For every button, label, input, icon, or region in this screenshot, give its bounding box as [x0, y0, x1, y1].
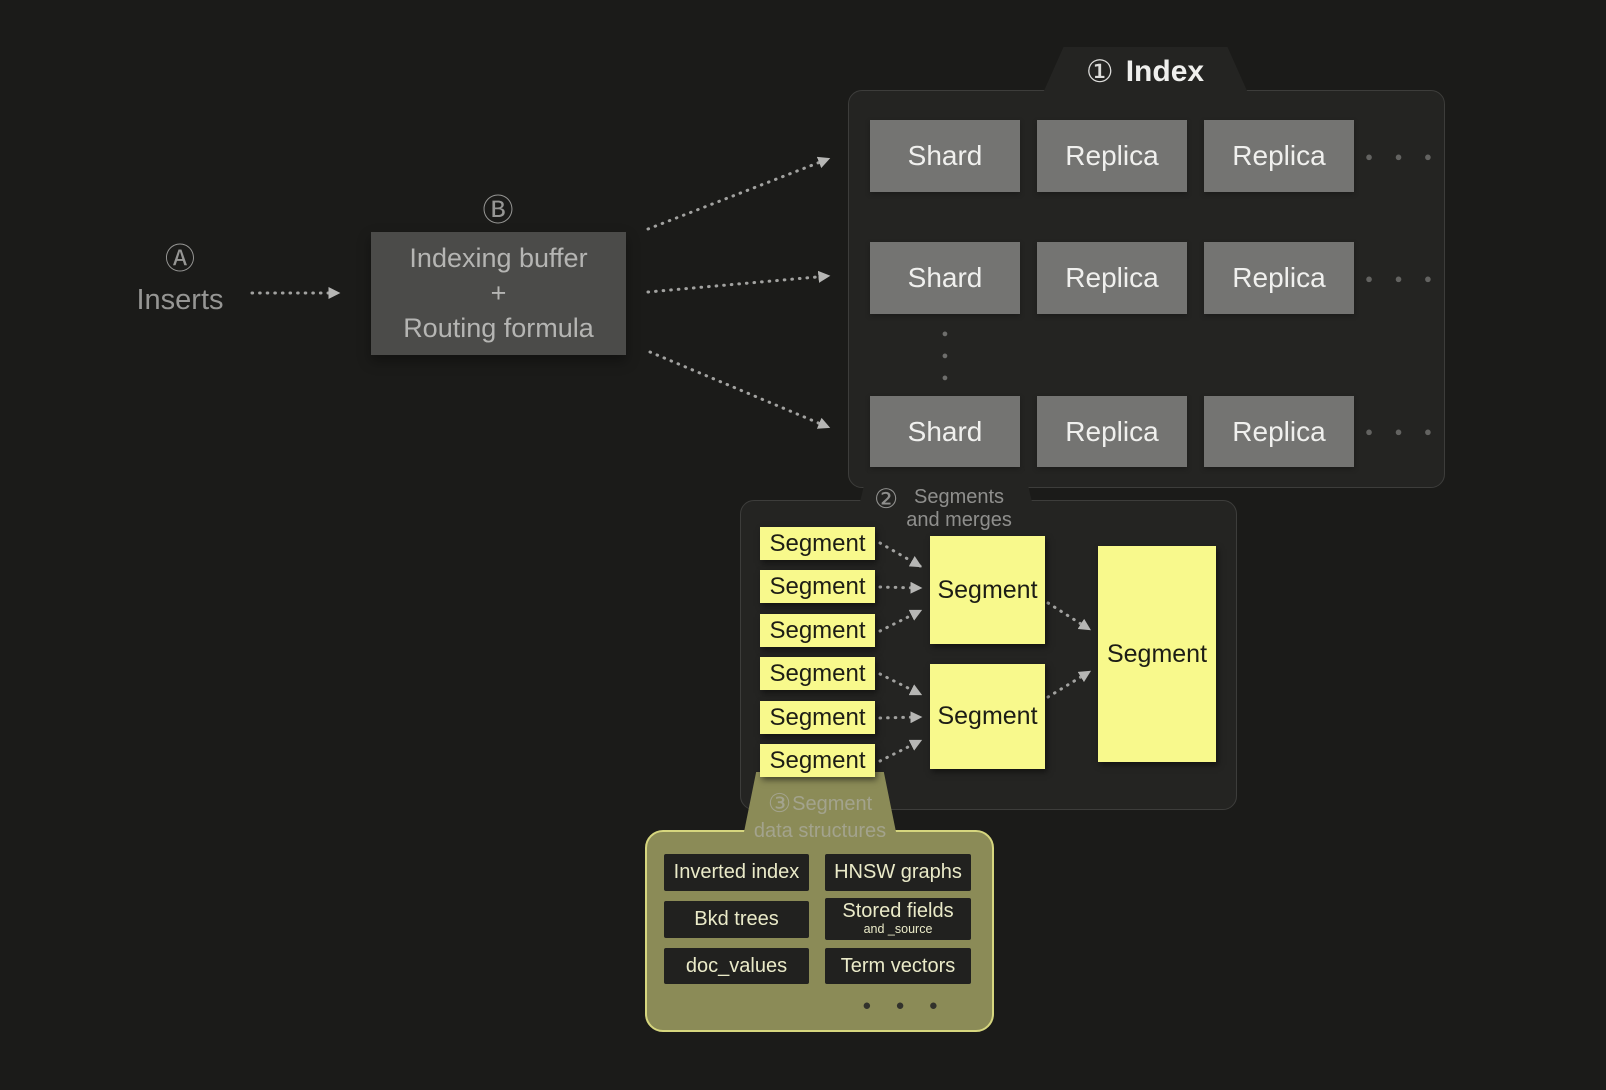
segments-label-line-2: and merges: [906, 509, 1012, 531]
arrow-merged-2-to-large: [1046, 670, 1092, 699]
index-title: ① Index: [1040, 52, 1250, 92]
indexing-buffer-box: Indexing buffer + Routing formula: [371, 232, 626, 355]
row-vertical-dots: ● ● ●: [932, 328, 958, 384]
segments-label-line-1: Segments: [914, 486, 1005, 508]
ds-box-doc-values: doc_values: [664, 948, 809, 984]
ds-label-line-2: data structures: [753, 820, 887, 843]
badge-b-icon: Ⓑ: [482, 193, 514, 228]
arrow-segment-1-merge: [878, 541, 923, 568]
inserts-label: Ⓐ Inserts: [105, 234, 255, 317]
row-ellipsis: ● ● ●: [1365, 148, 1441, 164]
arrow-buffer-to-shard-3: [648, 350, 831, 429]
ds-box-inverted-index: Inverted index: [664, 854, 809, 891]
arrow-segment-5-merge: [878, 711, 923, 724]
ds-box-hnsw-graphs: HNSW graphs: [825, 854, 971, 891]
row-ellipsis: ● ● ●: [1365, 270, 1441, 286]
replica-box: Replica: [1037, 396, 1187, 467]
buffer-line-2: +: [490, 277, 507, 308]
arrow-segment-3-merge: [878, 609, 923, 633]
segment-box-merged: Segment: [930, 664, 1045, 769]
ds-box-term-vectors: Term vectors: [825, 948, 971, 984]
ds-box-stored-fields: Stored fields and _source: [825, 898, 971, 940]
arrow-segment-6-merge: [878, 739, 923, 763]
row-ellipsis: ● ● ●: [1365, 424, 1441, 439]
segment-box-small: Segment: [760, 527, 875, 560]
arrow-buffer-to-shard-2: [646, 270, 831, 294]
dot: ●: [941, 328, 949, 340]
badge-2-icon: ②: [874, 484, 899, 514]
stored-fields-sub: and _source: [863, 922, 933, 937]
shard-box: Shard: [870, 396, 1020, 467]
segment-box-small: Segment: [760, 614, 875, 647]
index-title-text: Index: [1125, 55, 1205, 88]
segment-box-small: Segment: [760, 701, 875, 734]
badge-1-icon: ①: [1085, 54, 1114, 89]
arrow-buffer-to-shard-1: [646, 156, 831, 231]
segments-tab: [860, 466, 1032, 502]
dot: ●: [941, 372, 949, 384]
ds-box-bkd-trees: Bkd trees: [664, 901, 809, 938]
arrow-segment-4-merge: [878, 672, 923, 696]
ds-ellipsis: ● ● ●: [862, 996, 948, 1014]
shard-box: Shard: [870, 120, 1020, 192]
badge-a-icon: Ⓐ: [165, 243, 195, 276]
replica-box: Replica: [1204, 396, 1354, 467]
stored-fields-main: Stored fields: [842, 900, 954, 923]
arrow-merged-1-to-large: [1046, 601, 1092, 631]
segment-box-large: Segment: [1098, 546, 1216, 762]
replica-box: Replica: [1204, 242, 1354, 314]
ds-label-line-1: Segment: [792, 792, 873, 815]
dot: ●: [941, 350, 949, 362]
segment-box-small: Segment: [760, 657, 875, 690]
segment-box-merged: Segment: [930, 536, 1045, 644]
segment-box-small: Segment: [760, 744, 875, 777]
badge-3-icon: ③: [767, 788, 792, 818]
inserts-text: Inserts: [136, 284, 224, 316]
arrow-segment-2-merge: [878, 581, 923, 594]
datastructures-label: ③ Segment data structures: [740, 788, 900, 843]
replica-box: Replica: [1037, 120, 1187, 192]
index-tab: [1043, 47, 1248, 93]
segment-box-small: Segment: [760, 570, 875, 603]
buffer-line-3: Routing formula: [403, 313, 594, 344]
segments-label: ② Segments and merges: [874, 486, 1012, 532]
replica-box: Replica: [1204, 120, 1354, 192]
replica-box: Replica: [1037, 242, 1187, 314]
shard-box: Shard: [870, 242, 1020, 314]
datastructures-tab: [744, 772, 896, 832]
buffer-line-1: Indexing buffer: [409, 242, 588, 273]
